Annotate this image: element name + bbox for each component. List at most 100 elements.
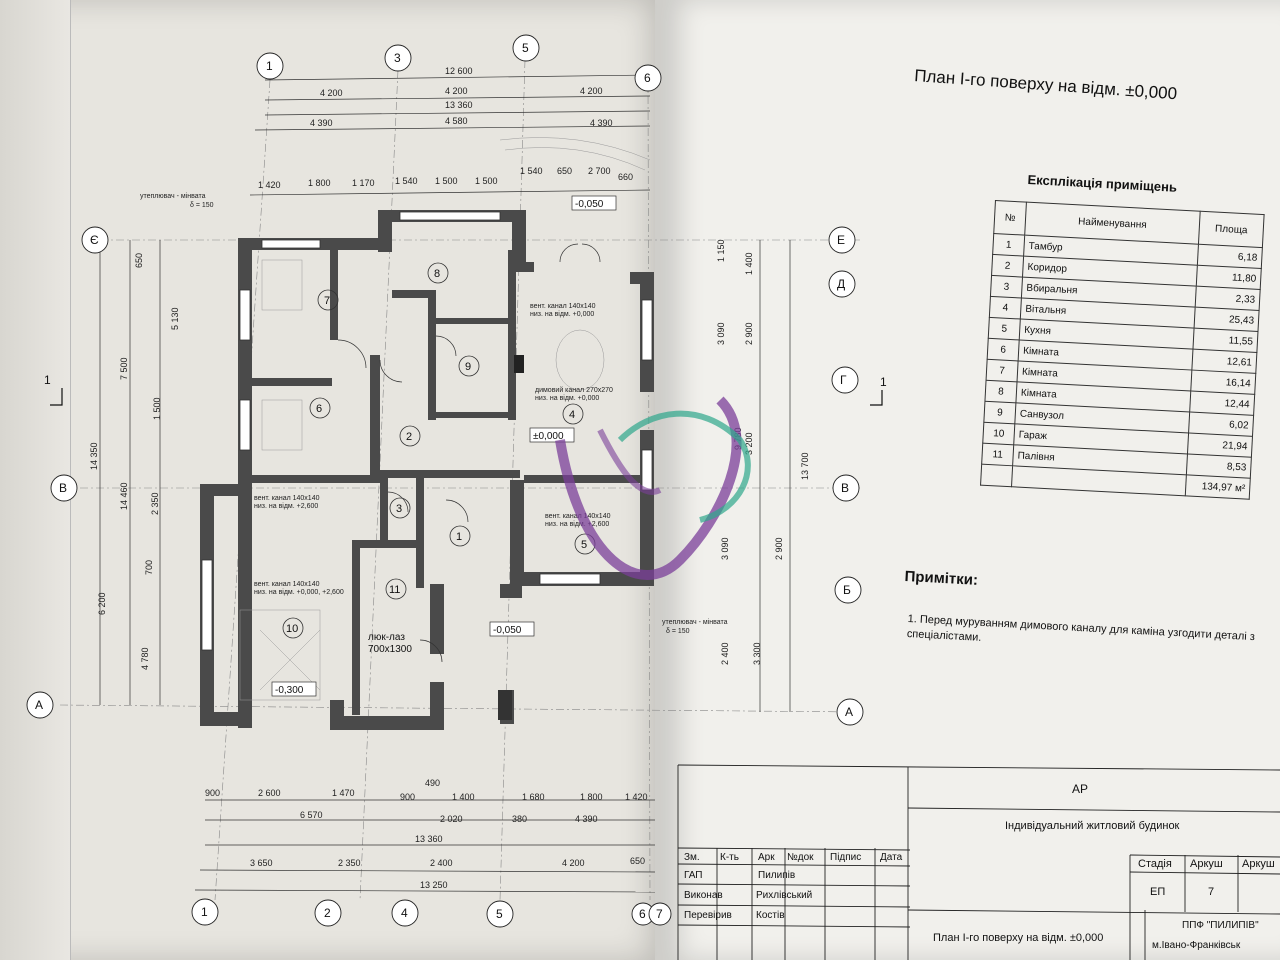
dim-right: 3 090 <box>720 537 730 560</box>
dim-bottom: 900 <box>400 792 415 802</box>
axis-label: 2 <box>324 906 331 920</box>
title-block-person: Рихлівський <box>756 890 813 901</box>
dim-left: 700 <box>144 560 154 575</box>
dim-top: 1 540 <box>395 176 418 186</box>
watermark-logo <box>555 396 751 580</box>
room-no: 7 <box>986 359 1019 382</box>
dim-bottom: 2 400 <box>430 858 453 868</box>
dim-left: 1 500 <box>152 397 162 420</box>
title-block-sheet-title: План І-го поверху на відм. ±0,000 <box>933 932 1104 944</box>
axis-label: Б <box>843 583 851 597</box>
dim-bottom: 3 650 <box>250 858 273 868</box>
dim-bottom: 4 390 <box>575 814 598 824</box>
dim-bottom: 650 <box>630 856 645 866</box>
dim-left: 14 350 <box>89 442 99 470</box>
dim-left: 650 <box>134 253 144 268</box>
title-block-role: Перевірив <box>684 910 732 921</box>
room-number: 5 <box>581 539 587 551</box>
room-no: 6 <box>987 338 1020 361</box>
title-block-stage-label: Стадія <box>1138 858 1172 870</box>
dim-right: 3 090 <box>716 322 726 345</box>
total-area: 134,97 м² <box>1185 474 1251 500</box>
title-block-header: Арк <box>758 852 775 863</box>
title-block-sheets-label: Аркуш <box>1242 858 1275 870</box>
section-marker: 1 <box>44 373 51 387</box>
dim-left: 2 350 <box>150 492 160 515</box>
room-no: 10 <box>982 422 1015 445</box>
section-marker: 1 <box>880 375 887 389</box>
room-no: 11 <box>981 443 1014 466</box>
hatch-note: 700х1300 <box>368 644 412 655</box>
dim-top: 1 800 <box>308 178 331 188</box>
dim-bottom: 1 800 <box>580 792 603 802</box>
title-block-header: Дата <box>880 852 903 863</box>
dim-bottom: 13 360 <box>415 834 443 844</box>
dim-top: 4 390 <box>310 118 333 128</box>
axis-label: В <box>841 481 849 495</box>
level-mark: -0,300 <box>275 685 304 696</box>
chimney-note: димовий канал 270х270 <box>535 386 613 394</box>
axis-label: В <box>59 481 67 495</box>
column-header: № <box>993 200 1027 236</box>
vent-note: низ. на відм. +2,600 <box>254 502 318 510</box>
axis-label: 5 <box>496 907 503 921</box>
axis-label: 4 <box>401 906 408 920</box>
axis-label: Є <box>90 233 99 247</box>
axis-label: 5 <box>522 41 529 55</box>
axis-label: А <box>845 705 853 719</box>
room-number: 2 <box>406 431 412 443</box>
dim-left: 5 130 <box>170 307 180 330</box>
room-number: 8 <box>434 268 440 280</box>
dim-bottom: 2 350 <box>338 858 361 868</box>
room-no: 9 <box>983 401 1016 424</box>
level-mark: ±0,000 <box>533 431 564 442</box>
vent-note: низ. на відм. +2,600 <box>545 520 609 528</box>
title-block-sheet-label: Аркуш <box>1190 858 1223 870</box>
title-block-sheet: 7 <box>1208 886 1215 898</box>
dim-right: 3 300 <box>752 642 762 665</box>
dim-left: 7 500 <box>119 357 129 380</box>
axis-label: 1 <box>201 905 208 919</box>
dim-bottom: 1 680 <box>522 792 545 802</box>
dim-right: 3 200 <box>744 432 754 455</box>
axis-label: 7 <box>656 907 663 921</box>
dim-right: 2 900 <box>774 537 784 560</box>
dim-bottom: 490 <box>425 778 440 788</box>
room-no: 5 <box>988 317 1021 340</box>
axis-label: Д <box>837 277 845 291</box>
dim-top: 13 360 <box>445 100 473 110</box>
dim-bottom: 900 <box>205 788 220 798</box>
room-number: 3 <box>396 503 402 515</box>
insulation-note: δ = 150 <box>190 202 214 209</box>
dim-left: 14 460 <box>119 482 129 510</box>
dim-bottom: 6 570 <box>300 810 323 820</box>
title-block-code: АР <box>1072 782 1089 796</box>
title-block-header: №док <box>787 852 814 863</box>
dim-left: 6 200 <box>97 592 107 615</box>
level-mark: -0,050 <box>575 199 604 210</box>
axis-label: 3 <box>394 51 401 65</box>
dim-bottom: 2 020 <box>440 814 463 824</box>
dim-top: 1 500 <box>475 176 498 186</box>
dim-right: 1 400 <box>744 252 754 275</box>
room-number: 6 <box>316 403 322 415</box>
dim-top: 660 <box>618 172 633 182</box>
dim-bottom: 1 400 <box>452 792 475 802</box>
dim-top: 1 500 <box>435 176 458 186</box>
dim-top-total: 12 600 <box>445 66 473 76</box>
dim-top: 1 540 <box>520 166 543 176</box>
dim-bottom: 4 200 <box>562 858 585 868</box>
vent-note: вент. канал 140х140 <box>530 303 596 310</box>
dim-top: 1 170 <box>352 178 375 188</box>
dim-bottom: 380 <box>512 814 527 824</box>
chimney-mark <box>514 355 524 373</box>
room-number: 4 <box>569 409 575 421</box>
dim-bottom: 1 470 <box>332 788 355 798</box>
chimney-note: низ. на відм. +0,000 <box>535 394 599 402</box>
dim-top: 4 390 <box>590 118 613 128</box>
dim-top: 4 200 <box>320 88 343 98</box>
title-block-city: м.Івано-Франківськ <box>1152 940 1241 951</box>
title-block-frame <box>677 764 1280 960</box>
